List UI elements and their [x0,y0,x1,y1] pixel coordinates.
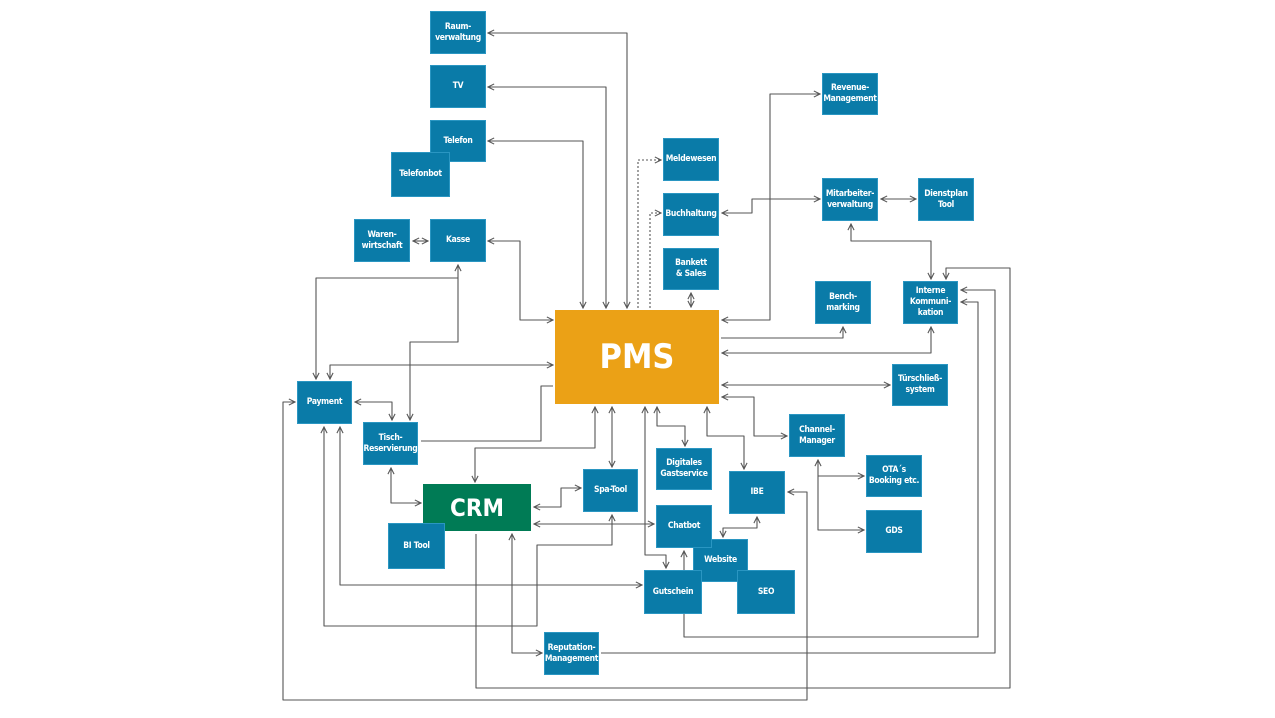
link-pms-payment [330,365,553,379]
node-dienstplan-tool: Dienstplan Tool [918,178,974,221]
node-digitales-gastservice: Digitales Gastservice [656,448,712,490]
node-spa-tool: Spa-Tool [583,469,638,512]
node-kasse: Kasse [430,219,486,262]
node-gutschein: Gutschein [644,570,702,614]
link-pms-benchmarking [721,327,843,339]
link-pms-raumverwaltung [488,33,627,308]
node-tisch-reservierung: Tisch- Reservierung [363,422,418,465]
node-revenue-management: Revenue- Management [822,73,878,115]
link-channel-gds [817,476,864,530]
node-pms: PMS [555,310,719,404]
link-pms-ibe [707,407,744,469]
link-crm-interne [475,267,1011,689]
node-ibe: IBE [729,471,785,514]
link-pms-channel [722,397,787,436]
node-raumverwaltung: Raum- verwaltung [430,11,486,54]
link-ibe-website [723,517,757,537]
link-payment-tisch [355,402,392,420]
link-buchhaltung-mitarbeiter [722,199,820,213]
link-tisch-pms [421,385,553,442]
node-seo: SEO [737,570,795,614]
node-meldewesen: Meldewesen [663,138,719,181]
node-warenwirtschaft: Waren- wirtschaft [354,219,410,262]
link-pms-revenue [722,94,820,320]
node-reputation-management: Reputation- Management [544,632,599,675]
link-tisch-crm [391,468,421,503]
link-pms-tv [488,87,606,308]
link-pms-crm [475,407,595,482]
node-ota-booking: OTA´s Booking etc. [866,455,922,497]
link-pms-interne [722,327,931,353]
link-pms-kasse [488,241,553,320]
link-ibe-payment [282,402,808,701]
node-bi-tool: BI Tool [388,523,445,569]
node-chatbot: Chatbot [656,505,712,548]
node-benchmarking: Bench- marking [815,281,871,324]
node-mitarbeiterverwaltung: Mitarbeiter- verwaltung [822,178,878,221]
link-crm-reputation [512,534,542,653]
link-pms-buchhaltung [649,213,661,308]
link-mitarbeiter-interne [851,224,931,279]
link-channel-ota [818,460,864,476]
link-pms-telefon [488,141,583,308]
node-telefon: Telefon [430,120,486,162]
link-reputation-interne [601,290,996,654]
link-pms-digitales [657,407,685,446]
link-crm-spa [534,488,581,507]
node-tuerschliesssystem: Türschließ- system [892,364,948,406]
link-kasse-tisch [410,278,459,420]
node-channel-manager: Channel- Manager [789,414,845,457]
link-kasse-payment [316,265,458,379]
node-gds: GDS [866,510,922,553]
node-payment: Payment [297,381,352,424]
node-buchhaltung: Buchhaltung [663,193,719,236]
node-tv: TV [430,65,486,108]
node-telefonbot: Telefonbot [391,152,450,197]
link-pms-meldewesen [637,160,661,308]
node-bankett-sales: Bankett & Sales [663,248,719,290]
link-chatbot-interne [684,302,979,638]
node-interne-kommunikation: Interne Kommuni- kation [903,281,958,324]
